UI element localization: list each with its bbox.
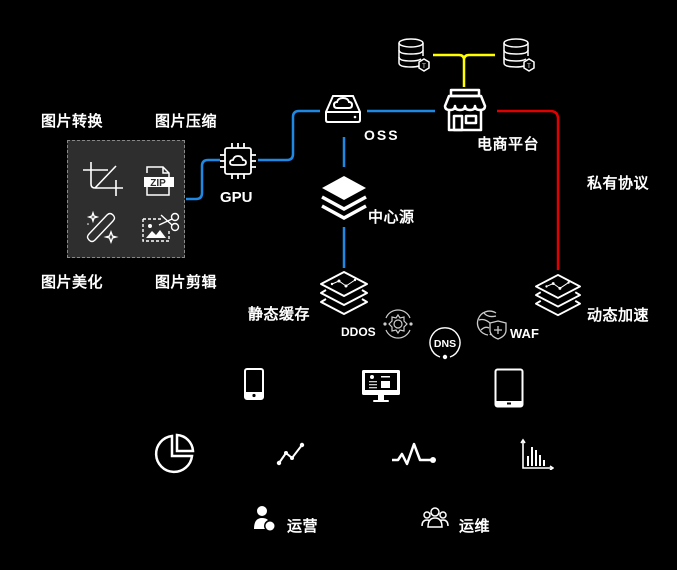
stacked-layers-icon[interactable] — [320, 175, 368, 221]
pie-chart-icon[interactable] — [153, 433, 195, 475]
gpu-chip-icon[interactable] — [219, 142, 257, 180]
zip-file-icon[interactable]: ZIP — [144, 165, 178, 197]
database-icon: T — [503, 38, 535, 72]
ecommerce-label: 电商平台 — [477, 135, 540, 153]
image-cut-icon[interactable] — [141, 211, 181, 245]
image-crop-label: 图片剪辑 — [155, 273, 218, 291]
dns-icon[interactable]: DNS — [428, 326, 462, 360]
link-db-ecommerce — [433, 53, 495, 87]
svg-text:T: T — [422, 64, 426, 70]
image-beautify-label: 图片美化 — [41, 273, 104, 291]
acceleration-layers-icon[interactable] — [533, 273, 583, 319]
private-protocol-label: 私有协议 — [587, 174, 650, 192]
database-icon: T — [398, 38, 430, 72]
store-icon[interactable] — [443, 88, 487, 132]
link-ecommerce-dynamic — [497, 109, 560, 270]
maintenance-label: 运维 — [459, 517, 491, 535]
gpu-label: GPU — [220, 189, 253, 206]
magic-wand-icon[interactable] — [85, 210, 121, 244]
ddos-protection-icon[interactable] — [381, 307, 415, 341]
operations-label: 运营 — [287, 517, 319, 535]
tablet-icon[interactable] — [494, 368, 524, 408]
crop-icon[interactable] — [83, 162, 123, 196]
zip-text: ZIP — [150, 178, 166, 189]
oss-label: OSS — [364, 127, 400, 143]
team-group-icon[interactable] — [421, 507, 449, 529]
dns-label: DNS — [434, 338, 456, 350]
waf-shield-globe-icon[interactable] — [476, 308, 508, 340]
link-gpu-oss — [258, 109, 320, 162]
image-convert-label: 图片转换 — [41, 112, 104, 130]
cloud-storage-icon[interactable] — [324, 94, 362, 124]
desktop-icon[interactable] — [361, 369, 401, 403]
cache-layers-icon[interactable] — [318, 270, 370, 318]
line-chart-icon[interactable] — [276, 441, 306, 467]
operator-user-icon[interactable] — [253, 505, 275, 531]
phone-icon[interactable] — [243, 368, 265, 400]
pulse-icon[interactable] — [390, 440, 438, 468]
image-tools-panel: ZIP — [67, 140, 185, 258]
bar-chart-icon[interactable] — [520, 438, 554, 470]
dynamic-accel-label: 动态加速 — [587, 306, 650, 324]
static-cache-label: 静态缓存 — [248, 305, 311, 323]
image-compress-label: 图片压缩 — [155, 112, 218, 130]
link-panel-gpu — [186, 158, 220, 201]
origin-label: 中心源 — [368, 208, 415, 226]
ddos-label: DDOS — [341, 325, 376, 339]
waf-label: WAF — [510, 326, 539, 341]
svg-text:T: T — [527, 64, 531, 70]
